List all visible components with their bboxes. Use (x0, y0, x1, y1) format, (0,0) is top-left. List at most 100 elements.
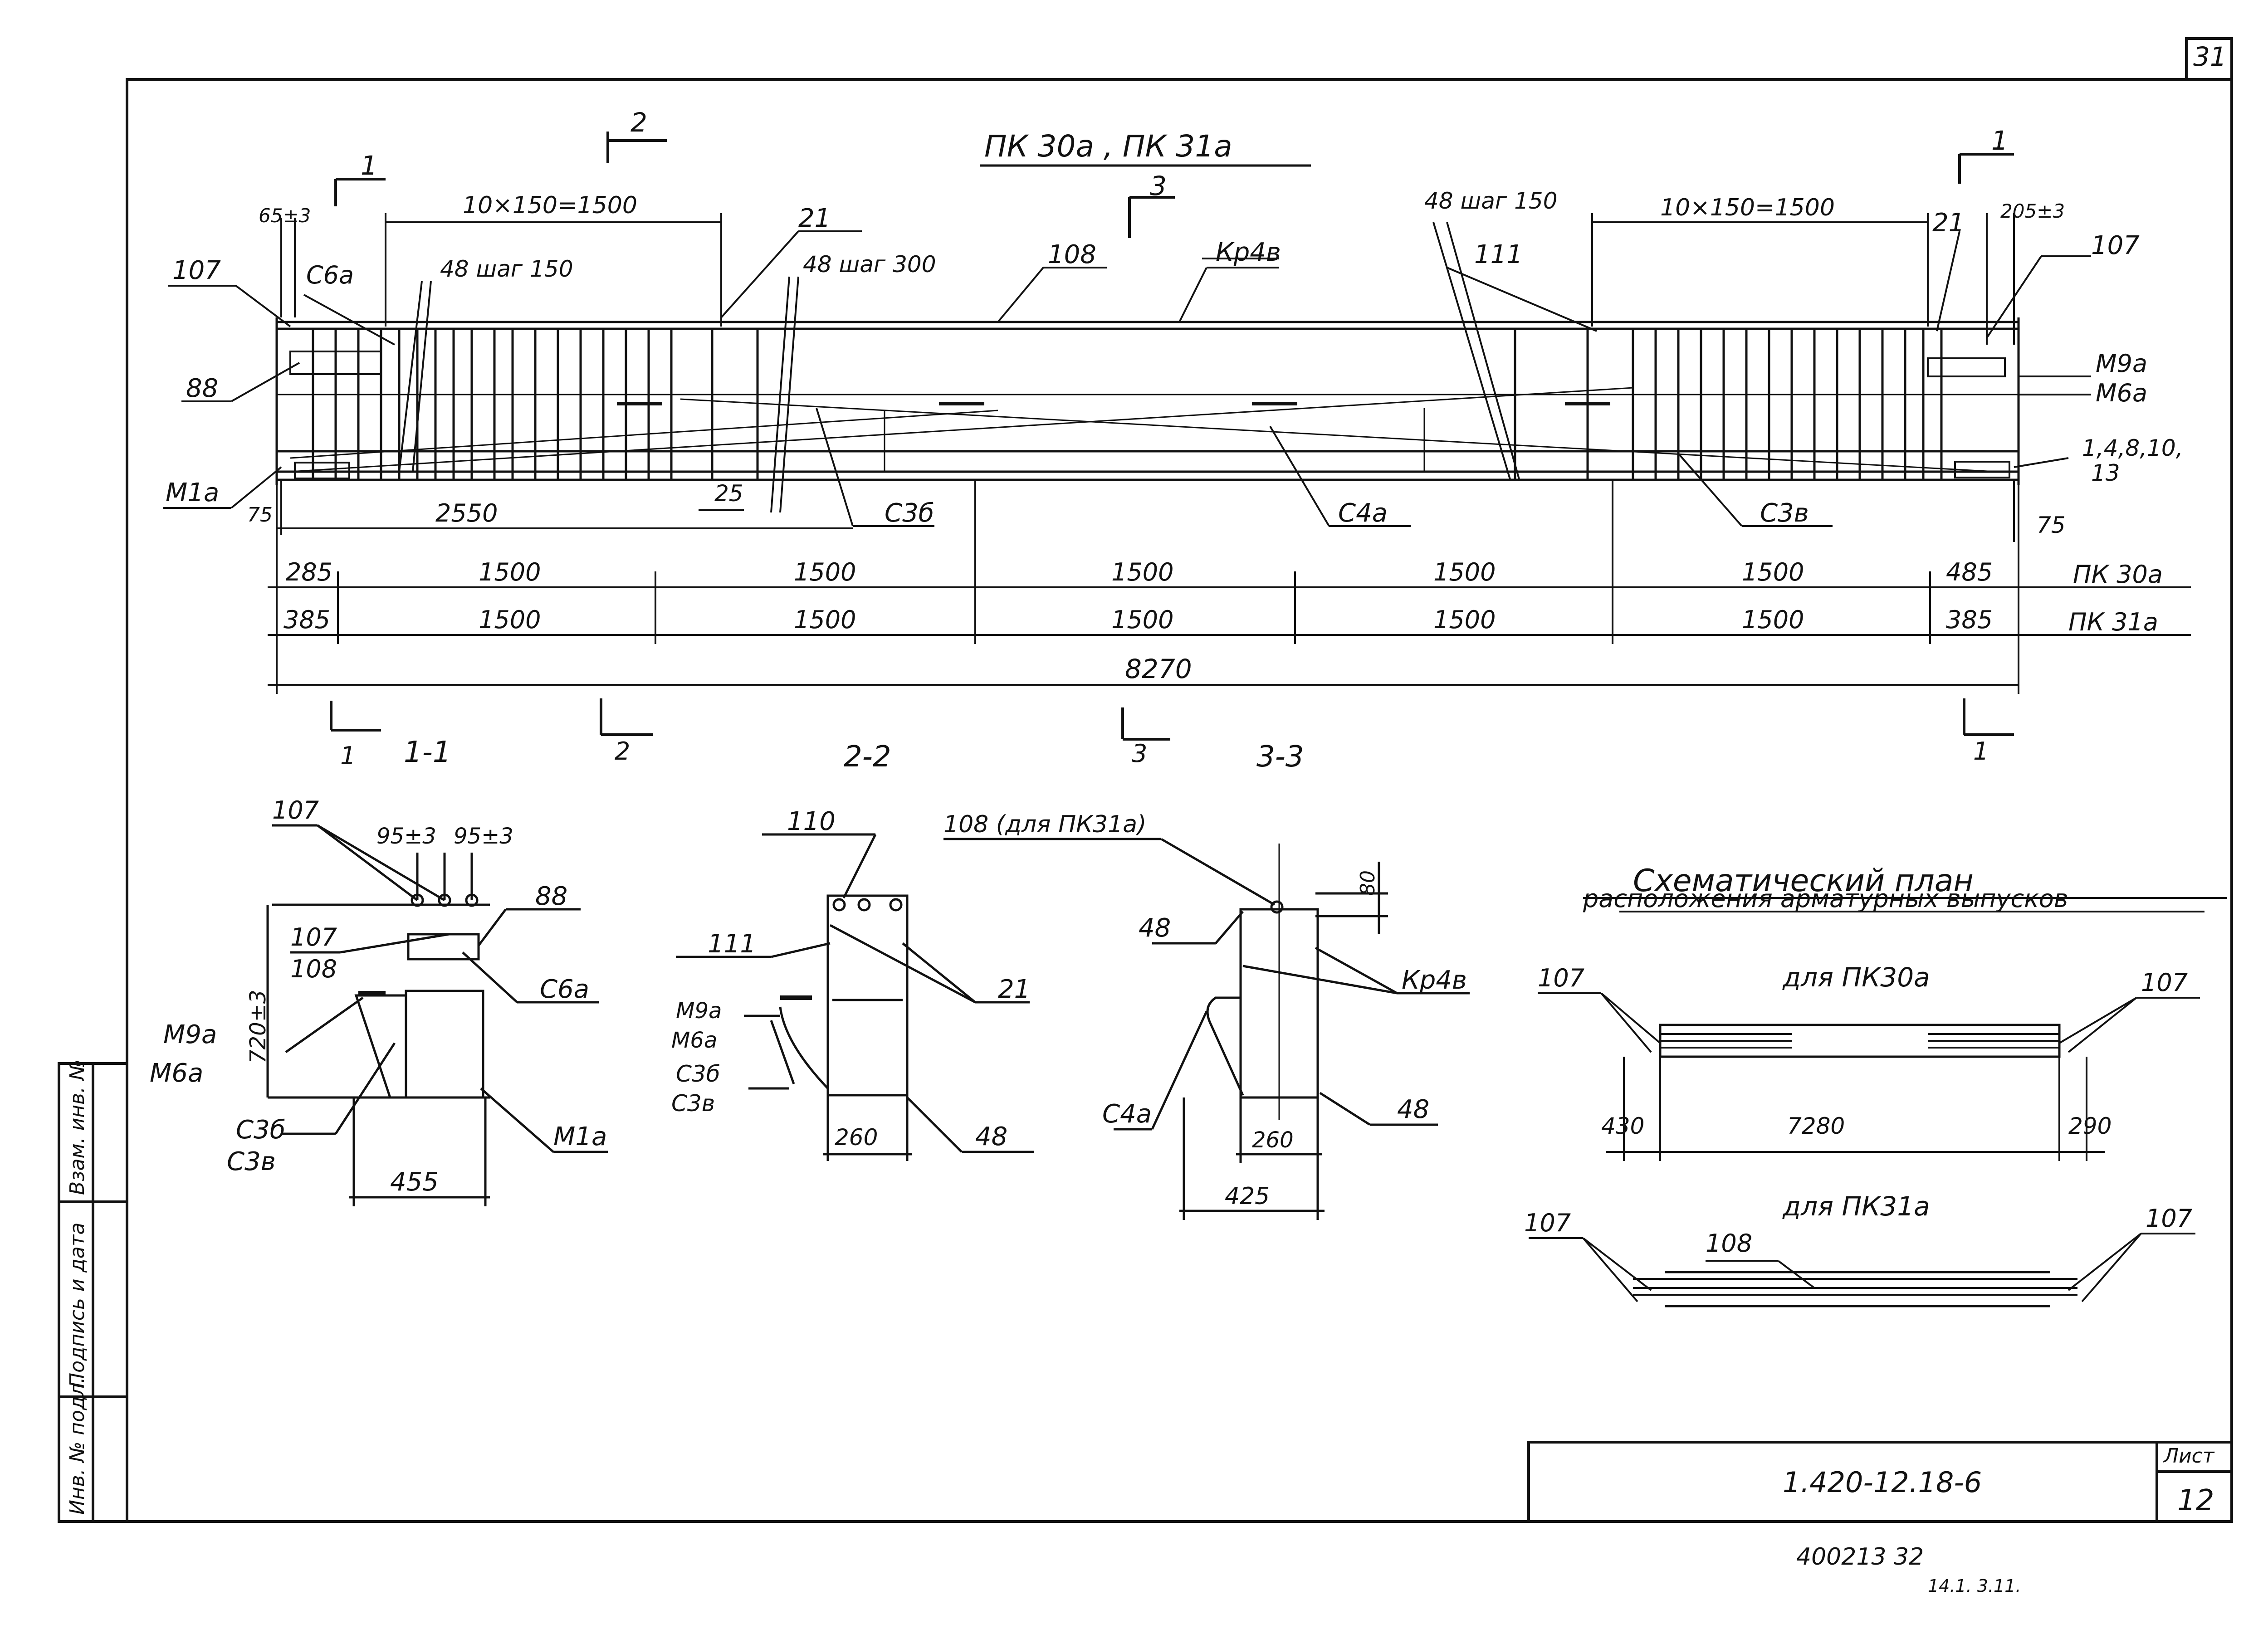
cut-markers (330, 132, 2014, 741)
label-c3b: С3б (885, 498, 934, 528)
section-title-3-3: 3-3 (1256, 740, 1304, 774)
stirrups-left (312, 329, 759, 481)
s1-label-108: 108 (290, 955, 337, 983)
section-title-1-1: 1-1 (404, 736, 451, 769)
label-c3v: С3в (1760, 498, 1809, 528)
cut-marker-1-bottom-left: 1 (340, 741, 356, 770)
dim-65: 65±3 (259, 205, 311, 227)
cut-marker-1-bottom-right: 1 (1973, 737, 1989, 766)
s3-dim-425: 425 (1225, 1183, 1270, 1210)
s3-dim-260: 260 (1252, 1127, 1294, 1153)
label-c4a: С4а (1338, 498, 1388, 528)
side-stamp-inv: Инв. № подл. (66, 1377, 89, 1515)
schematic-108: 108 (1706, 1229, 1752, 1258)
s2-label-48: 48 (975, 1122, 1007, 1151)
s2-dim-260: 260 (835, 1124, 878, 1151)
schematic-dim-7280: 7280 (1787, 1113, 1845, 1139)
label-25: 25 (714, 480, 743, 507)
dim-pk30a-6: 1500 (1742, 558, 1804, 586)
section-1-1 (266, 824, 608, 1206)
label-kp4b: Кр4в (1216, 238, 1281, 267)
dim-205: 205±3 (2000, 200, 2065, 222)
label-88: 88 (186, 374, 218, 403)
cut-marker-3-bottom: 3 (1132, 739, 1147, 768)
cut-marker-3-top: 3 (1150, 171, 1167, 201)
page-corner-number: 31 (2193, 41, 2227, 72)
label-m9a: М9а (2096, 349, 2147, 378)
title-block-sheet-label: Лист (2163, 1444, 2215, 1468)
label-21-right: 21 (1932, 208, 1965, 238)
schematic-pk30a-label: для ПК30а (1782, 962, 1930, 993)
s1-dim-455: 455 (390, 1167, 439, 1197)
s3-label-kp4b: Кр4в (1402, 966, 1467, 995)
schematic-plan (1529, 897, 2227, 1307)
section-title-2-2: 2-2 (844, 740, 891, 774)
schematic-dim-290: 290 (2068, 1113, 2112, 1139)
schematic-pk31a-label: для ПК31а (1782, 1191, 1930, 1222)
dim-pk30a-4: 1500 (1111, 558, 1173, 586)
label-bottom-bars-2: 13 (2091, 460, 2120, 486)
s1-label-m6a: М6а (150, 1058, 203, 1088)
label-m1a: М1а (166, 478, 219, 507)
dim-pk31a-4: 1500 (1111, 605, 1173, 634)
s3-label-c4a: С4а (1102, 1099, 1152, 1129)
dim-total: 8270 (1125, 654, 1192, 684)
rebar-48-step150-left: 48 шаг 150 (440, 256, 573, 282)
s3-label-108: 108 (для ПК31а) (943, 811, 1146, 838)
below-frame-note-2: 14.1. 3.11. (1928, 1576, 2021, 1596)
s2-label-110: 110 (787, 807, 836, 836)
dim-pk31a-7: 385 (1946, 605, 1993, 634)
schematic-107-br: 107 (2146, 1204, 2192, 1233)
label-bottom-bars: 1,4,8,10, (2082, 435, 2183, 461)
s1-label-c6a: С6а (540, 975, 589, 1004)
s2-label-111: 111 (708, 929, 756, 959)
pitch-left-label: 10×150=1500 (463, 192, 637, 219)
corner-box (2185, 37, 2233, 81)
section-3-3 (943, 838, 1470, 1220)
s1-label-m1a: М1а (553, 1122, 607, 1151)
cut-marker-2-bottom: 2 (615, 737, 630, 766)
side-stamp-signature: Подпись и дата (66, 1223, 89, 1388)
s1-label-107a: 107 (272, 796, 319, 824)
schematic-107-tl: 107 (1538, 964, 1584, 992)
label-c6a: С6а (306, 261, 354, 289)
dim-pk31a-5: 1500 (1433, 605, 1496, 634)
section-2-2 (676, 833, 1034, 1161)
label-21-left: 21 (798, 204, 831, 233)
cut-marker-1-top-right: 1 (1991, 125, 2008, 156)
cut-marker-2-top: 2 (631, 107, 647, 138)
dim-pk31a-3: 1500 (794, 605, 856, 634)
rebar-48-step300: 48 шаг 300 (803, 251, 936, 278)
sheet-frame (126, 78, 2233, 1523)
rebar-48-step150-right: 48 шаг 150 (1424, 188, 1558, 214)
beam-elevation (275, 317, 2020, 485)
s1-dim-95b: 95±3 (454, 824, 513, 849)
s2-label-m6a: М6а (671, 1028, 717, 1053)
label-75-left: 75 (247, 503, 273, 527)
dim-pk30a-1: 285 (286, 558, 332, 586)
title-block-code: 1.420-12.18-6 (1783, 1466, 1982, 1499)
s1-label-88: 88 (535, 882, 567, 911)
dim-pk31a-1: 385 (284, 605, 330, 634)
s1-dim-95a: 95±3 (376, 824, 436, 849)
s1-dim-720: 720±3 (245, 990, 271, 1063)
label-108: 108 (1048, 240, 1096, 269)
dim-pk30a-7: 485 (1946, 558, 1993, 586)
s3-label-48b: 48 (1397, 1095, 1429, 1124)
schematic-subtitle: расположения арматурных выпусков (1583, 884, 2068, 913)
s2-label-c3b: С3б (676, 1061, 720, 1087)
dim-pk30a-5: 1500 (1433, 558, 1496, 586)
dim-pk31a-label: ПК 31а (2068, 608, 2158, 636)
s2-label-c3v: С3в (671, 1090, 715, 1117)
label-107-right: 107 (2091, 231, 2140, 260)
stirrups-right (1514, 329, 1943, 481)
s2-label-21: 21 (998, 975, 1030, 1004)
schematic-107-tr: 107 (2141, 968, 2188, 997)
s1-label-m9a: М9а (163, 1020, 217, 1049)
side-stamp-replace: Взам. инв. № (66, 1059, 89, 1195)
schematic-dim-430: 430 (1601, 1113, 1644, 1139)
label-111: 111 (1474, 240, 1523, 269)
dimension-lines (268, 481, 2191, 694)
schematic-107-bl: 107 (1524, 1209, 1571, 1237)
